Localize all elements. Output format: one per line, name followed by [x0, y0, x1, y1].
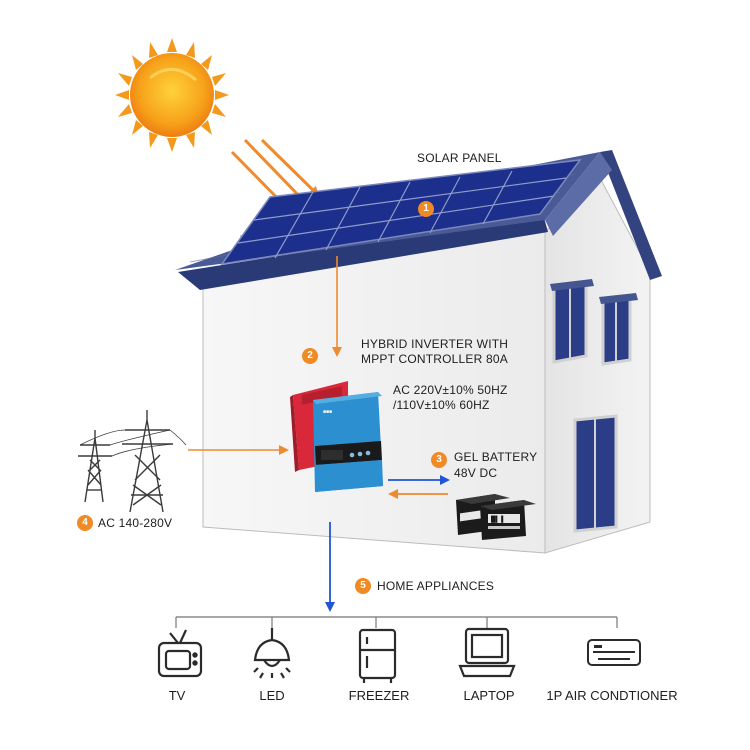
appliance-label-led: LED — [259, 688, 285, 703]
appliance-label-air-conditioner: 1P AIR CONDTIONER — [546, 688, 678, 703]
lamp-icon — [253, 628, 291, 679]
inverter-label-line1: HYBRID INVERTER WITH — [361, 337, 509, 351]
step-badge-1: 1 — [418, 201, 434, 217]
grid-voltage-label: AC 140-280V — [98, 516, 173, 530]
sun-icon — [115, 38, 229, 152]
inverter-label-line2: MPPT CONTROLLER 80A — [361, 352, 508, 366]
solar-panel-label: SOLAR PANEL — [417, 151, 502, 165]
battery-label-line1: GEL BATTERY — [454, 450, 538, 464]
gel-battery-icon: █▌ ▌ — [456, 494, 536, 540]
hybrid-inverter: ■■■ — [290, 381, 383, 492]
appliance-label-laptop: LAPTOP — [463, 688, 515, 703]
air-conditioner-icon — [587, 639, 641, 666]
ac-output-line1: AC 220V±10% 50HZ — [393, 383, 508, 397]
appliance-bus — [175, 616, 618, 628]
svg-text:█▌ ▌: █▌ ▌ — [491, 515, 505, 523]
step-badge-4: 4 — [77, 515, 93, 531]
home-appliances-label: HOME APPLIANCES — [377, 579, 495, 593]
solar-panel — [220, 159, 582, 266]
ac-output-line2: /110V±10% 60HZ — [393, 398, 490, 412]
laptop-icon — [458, 627, 516, 678]
house-windows — [550, 279, 638, 533]
step-badge-3: 3 — [431, 452, 447, 468]
step-badge-2: 2 — [302, 348, 318, 364]
freezer-icon — [358, 628, 397, 683]
step-badge-5: 5 — [355, 578, 371, 594]
svg-text:■■■: ■■■ — [323, 409, 332, 415]
battery-label-line2: 48V DC — [454, 466, 498, 480]
tv-icon — [157, 629, 203, 678]
appliance-label-tv: TV — [168, 688, 186, 703]
appliance-label-freezer: FREEZER — [348, 688, 410, 703]
power-tower-icon — [78, 410, 187, 513]
